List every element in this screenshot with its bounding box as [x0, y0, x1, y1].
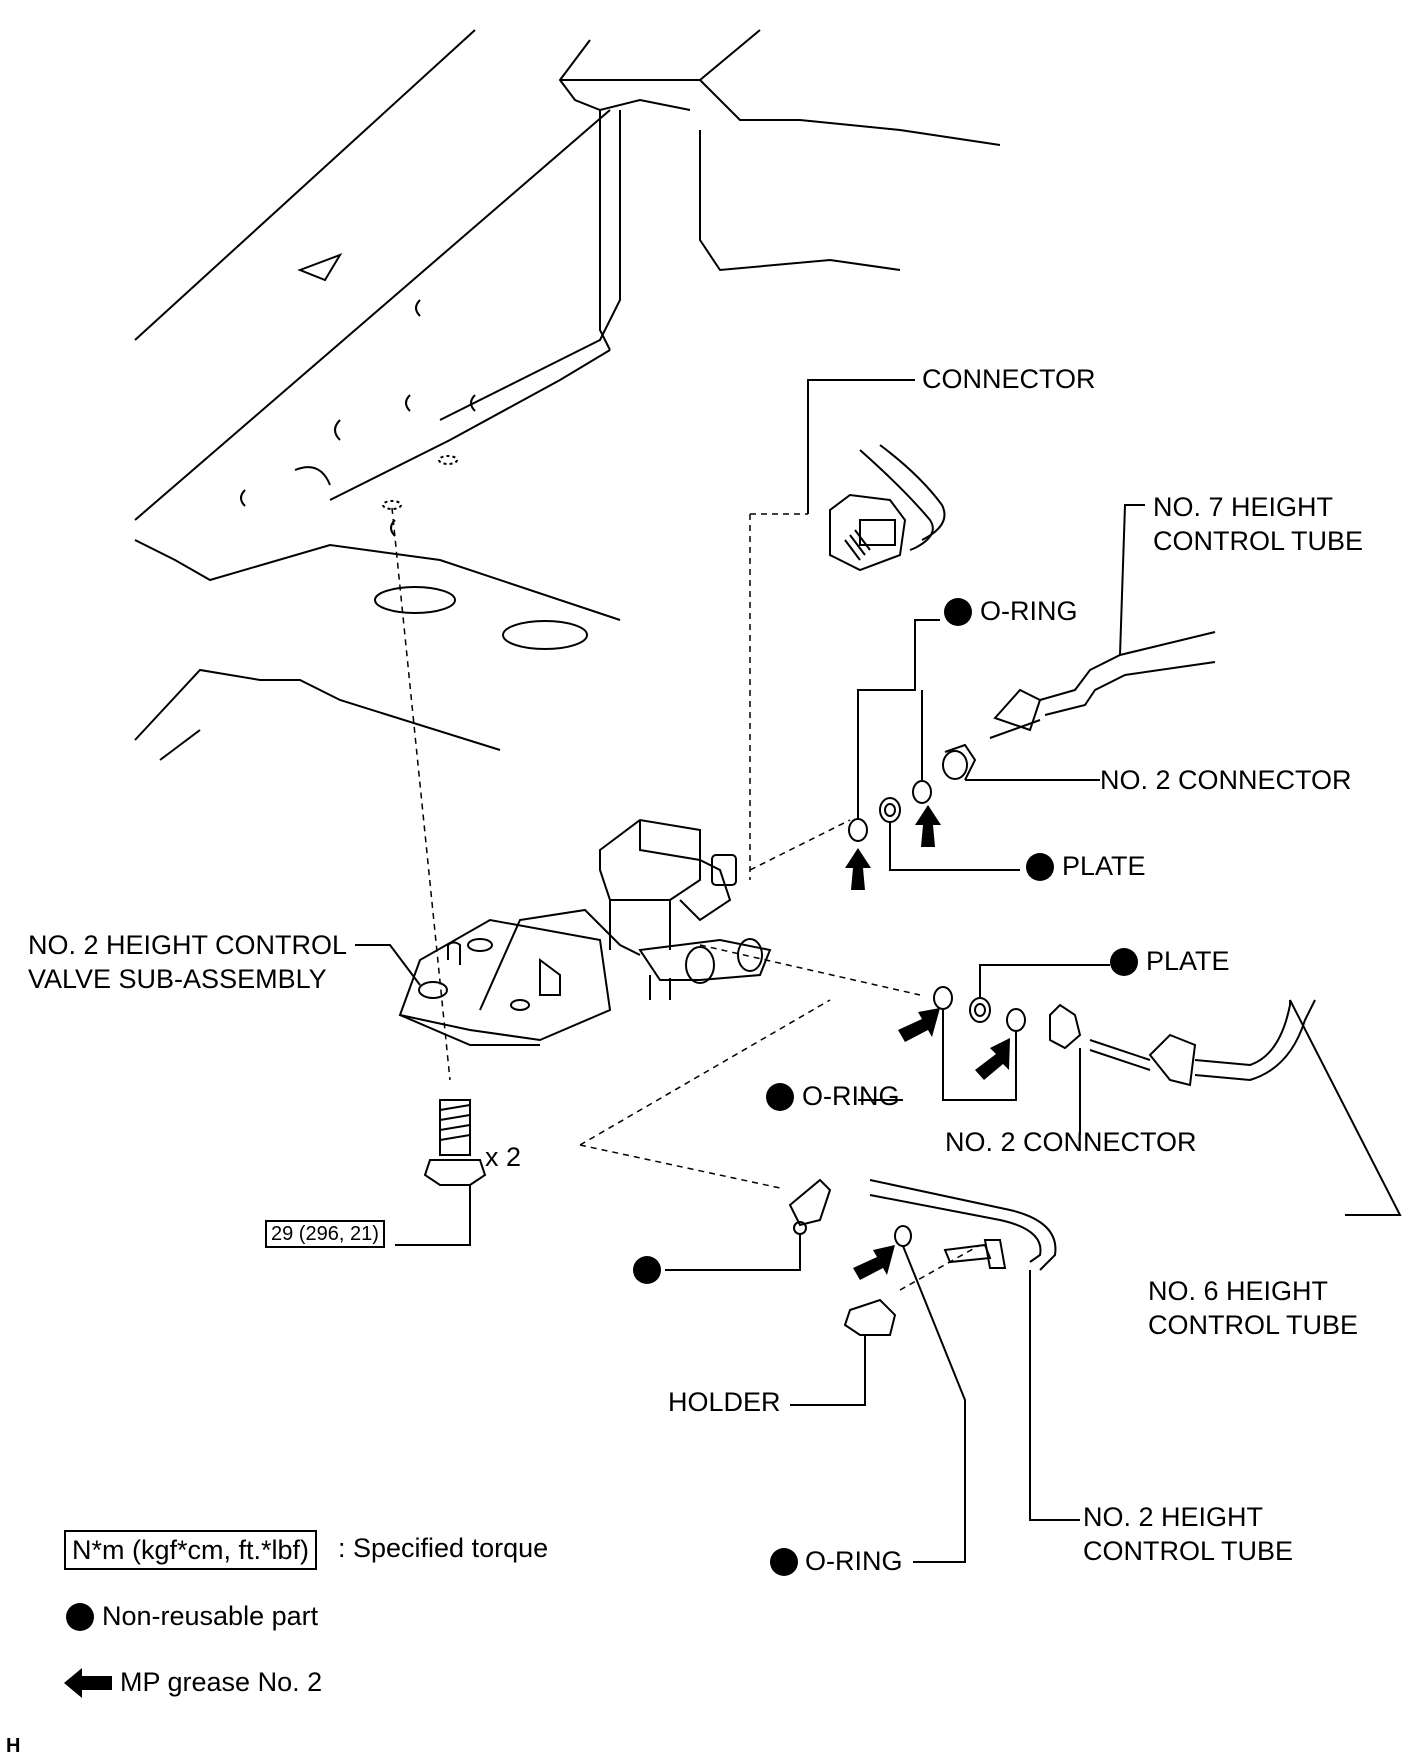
grease-arrows	[845, 805, 1010, 1280]
non-reusable-dot-icon	[766, 1083, 794, 1111]
grease-arrow-icon	[853, 1245, 895, 1280]
height-control-valve	[398, 818, 772, 1046]
oring-top-label: O-RING	[980, 596, 1078, 626]
legend-grease-arrow-icon	[64, 1668, 112, 1698]
legend-non-reusable: Non-reusable part	[102, 1601, 319, 1631]
non-reusable-dot-icon	[1110, 948, 1138, 976]
leader-lines	[355, 379, 1402, 1563]
bolt-part	[423, 1099, 487, 1186]
legend-torque-desc: : Specified torque	[338, 1533, 549, 1563]
holder-label: HOLDER	[668, 1387, 781, 1417]
plate-mid-label: PLATE	[1146, 946, 1230, 976]
no6-tube-label-line2: CONTROL TUBE	[1148, 1310, 1359, 1340]
no2-tube-label-line2: CONTROL TUBE	[1083, 1536, 1294, 1566]
corner-mark: H	[6, 1735, 21, 1757]
legend-dot-icon	[66, 1603, 94, 1631]
no6-tube-label-line1: NO. 6 HEIGHT	[1148, 1276, 1329, 1306]
connector-label: CONNECTOR	[922, 364, 1096, 394]
grease-arrow-icon	[898, 1008, 940, 1042]
oring-bottom-label: O-RING	[805, 1546, 903, 1576]
valve-label-line1: NO. 2 HEIGHT CONTROL	[28, 930, 348, 960]
grease-arrow-icon	[845, 848, 871, 890]
oring-mid-label: O-RING	[802, 1081, 900, 1111]
plate-top-label: PLATE	[1062, 851, 1146, 881]
grease-arrow-icon	[975, 1038, 1010, 1080]
vehicle-frame	[134, 29, 1001, 761]
bolt-qty-label: x 2	[485, 1142, 522, 1172]
non-reusable-dot-icon	[944, 598, 972, 626]
non-reusable-dot-icon	[770, 1548, 798, 1576]
valve-label-line2: VALVE SUB-ASSEMBLY	[28, 964, 327, 994]
no7-tube-label-line2: CONTROL TUBE	[1153, 526, 1364, 556]
alignment-lines	[391, 507, 981, 1291]
no2-connector-top-label: NO. 2 CONNECTOR	[1100, 765, 1352, 795]
legend-torque-box: N*m (kgf*cm, ft.*lbf)	[64, 1530, 318, 1570]
legend-grease: MP grease No. 2	[120, 1667, 323, 1697]
grease-arrow-icon	[915, 805, 941, 847]
torque-value-box: 29 (296, 21)	[265, 1220, 385, 1248]
no2-tube-label-line1: NO. 2 HEIGHT	[1083, 1502, 1264, 1532]
non-reusable-dot-icon	[1026, 853, 1054, 881]
connector-part	[829, 444, 946, 572]
no2-connector-mid-label: NO. 2 CONNECTOR	[945, 1127, 1197, 1157]
non-reusable-dot-icon	[633, 1256, 661, 1284]
no2-tube-part	[788, 1178, 1057, 1336]
no7-tube-label-line1: NO. 7 HEIGHT	[1153, 492, 1334, 522]
no6-tube-part	[1049, 999, 1316, 1087]
